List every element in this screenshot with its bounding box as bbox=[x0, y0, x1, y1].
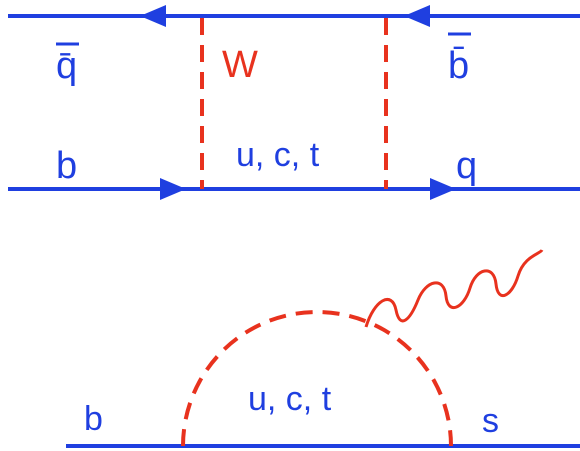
bottom-right-label: q bbox=[456, 145, 477, 187]
box-internal-label: u, c, t bbox=[236, 136, 320, 174]
top-left-arrow-icon bbox=[140, 5, 166, 27]
top-right-label: b̄ bbox=[448, 45, 469, 87]
boson-label: W bbox=[222, 44, 258, 86]
bottom-left-arrow-icon bbox=[160, 178, 186, 200]
penguin-incoming-label: b bbox=[84, 400, 103, 438]
bottom-right-arrow-icon bbox=[430, 178, 456, 200]
top-left-label: q̄ bbox=[56, 45, 77, 87]
penguin-diagram: b s u, c, t bbox=[66, 248, 580, 448]
bottom-left-label: b bbox=[56, 145, 77, 187]
top-right-arrow-icon bbox=[404, 5, 430, 27]
photon-line bbox=[364, 248, 544, 328]
penguin-internal-label: u, c, t bbox=[248, 380, 332, 418]
penguin-outgoing-label: s bbox=[482, 402, 499, 440]
box-diagram: q̄ b̄ b q W u, c, t bbox=[8, 5, 580, 200]
penguin-loop bbox=[181, 310, 453, 447]
